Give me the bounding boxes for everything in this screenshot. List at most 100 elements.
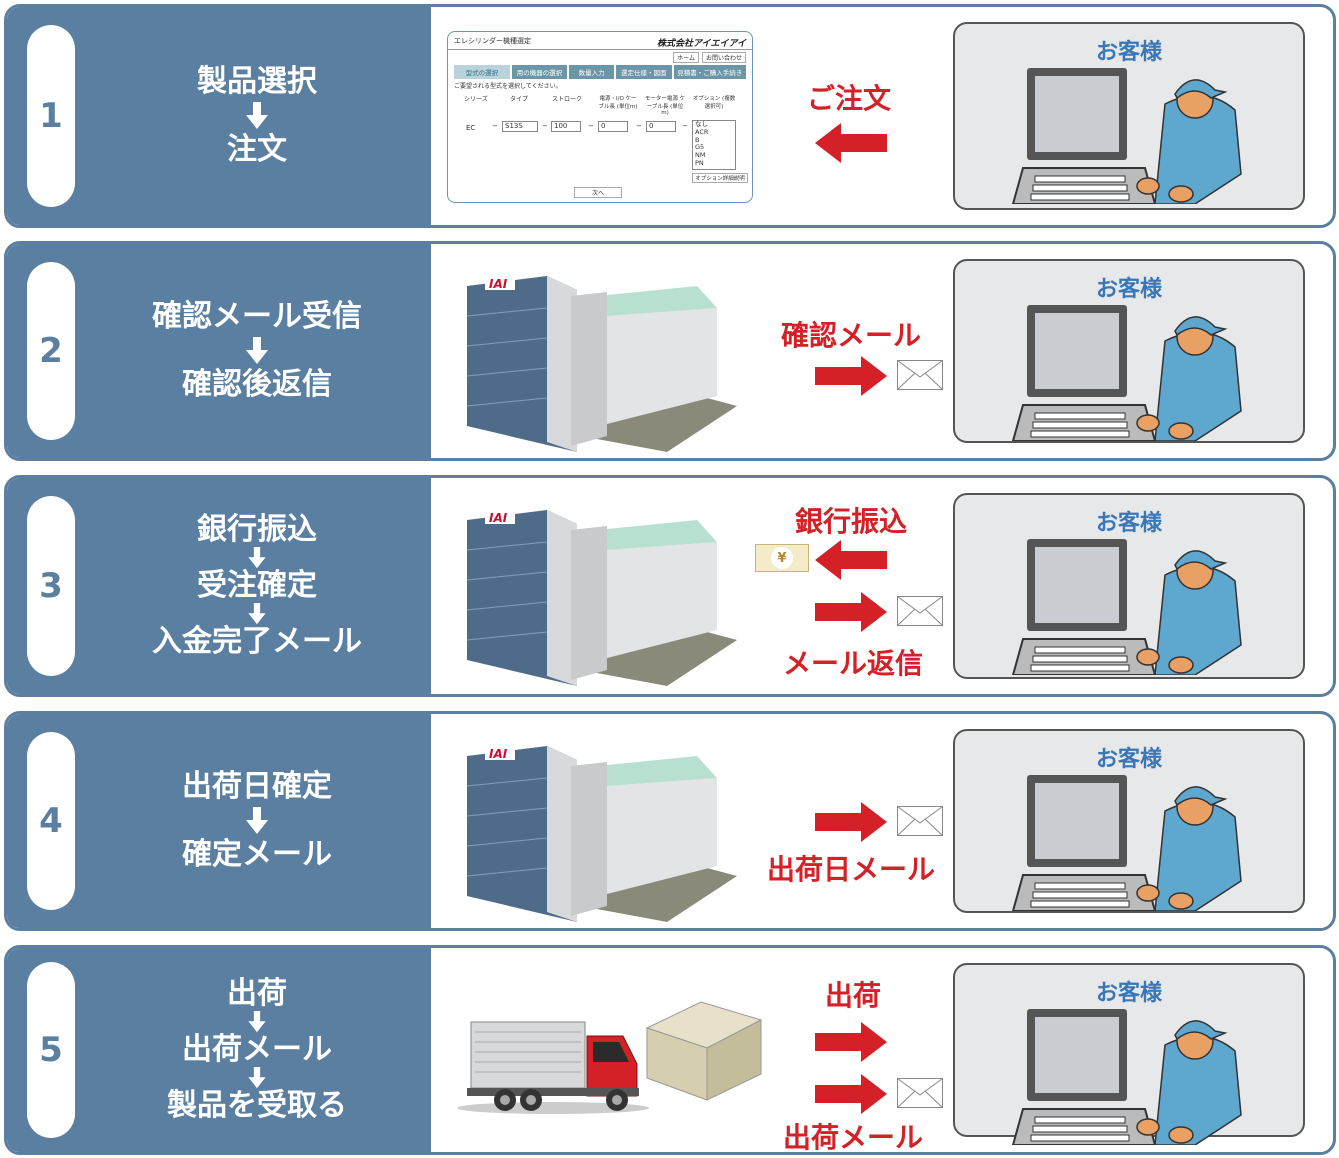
action-label: 銀行振込 (795, 505, 908, 538)
factory-building-icon: IAI (467, 746, 737, 922)
stroke-select[interactable]: 100 (551, 121, 581, 132)
action-label: ご注文 (807, 82, 892, 115)
tab-quantity[interactable]: 数量入力 (569, 65, 614, 79)
customer-box: お客様 (953, 493, 1305, 679)
right-arrow-icon (815, 356, 887, 396)
action-label: 出荷 (825, 979, 882, 1012)
col-power-cable: 電源・I/O ケーブル長 (単位m) (598, 96, 638, 110)
step-number: 2 (27, 262, 75, 440)
step-label: 入金完了メール (152, 624, 362, 659)
right-arrow-icon (815, 802, 887, 842)
order-form-screenshot: エレシリンダー機種選定 株式会社アイエイアイ ホーム お問い合わせ 型式の選択 … (447, 31, 753, 203)
step-label-panel: 4 出荷日確定 確定メール (7, 714, 431, 928)
tab-quote[interactable]: 見積書・ご購入手続き (673, 65, 746, 79)
step-label: 確認後返信 (182, 367, 332, 402)
option-detail-button[interactable]: オプション詳細説明 (692, 173, 748, 183)
envelope-icon (897, 596, 943, 626)
building-logo: IAI (489, 277, 508, 291)
action-label: 確認メール (781, 319, 922, 352)
customer-at-laptop-icon (1011, 68, 1242, 204)
step-label-panel: 5 出荷 出荷メール 製品を受取る (7, 948, 431, 1152)
down-arrow-icon (246, 337, 268, 364)
step-3: 3 銀行振込 受注確定 入金完了メール IAI 銀行振込 ¥ メール返信 お客様 (4, 475, 1336, 697)
building-logo: IAI (489, 747, 508, 761)
step-2: 2 確認メール受信 確認後返信 IAI 確認メール お客様 (4, 241, 1336, 461)
option-item[interactable]: なし (695, 120, 708, 128)
customer-title: お客様 (1095, 981, 1162, 1006)
envelope-icon (897, 1078, 943, 1108)
step-label: 注文 (227, 132, 287, 167)
option-item[interactable]: ACR (695, 127, 709, 136)
option-item[interactable]: PN (695, 158, 704, 167)
right-arrow-icon (815, 1074, 887, 1114)
customer-title: お客様 (1095, 747, 1162, 772)
step-label: 出荷メール (182, 1032, 332, 1067)
right-arrow-icon (815, 1022, 887, 1062)
customer-box: お客様 (953, 22, 1305, 210)
step-1: 1 製品選択 注文 エレシリンダー機種選定 株式会社アイエイアイ ホーム お問い… (4, 4, 1336, 228)
step-label: 確認メール受信 (152, 299, 362, 334)
step-label: 確定メール (182, 837, 332, 872)
customer-at-laptop-icon (1011, 305, 1242, 441)
customer-at-laptop-icon (1011, 539, 1242, 675)
contact-link[interactable]: お問い合わせ (701, 52, 746, 63)
power-cable-select[interactable]: 0 (598, 121, 628, 132)
step-label: 製品選択 (197, 64, 317, 99)
home-link[interactable]: ホーム (673, 52, 699, 63)
factory-building-icon: IAI (467, 510, 737, 686)
options-listbox[interactable]: なし ACR B G5 NM PN (692, 120, 736, 170)
action-label: メール返信 (783, 647, 924, 680)
col-type: タイプ (510, 96, 529, 103)
down-arrow-icon (248, 1011, 266, 1033)
tab-model[interactable]: 型式の選択 (454, 65, 510, 79)
down-arrow-icon (246, 102, 268, 129)
action-label: 出荷日メール (767, 853, 936, 886)
tab-spec[interactable]: 選定仕様・図面 (615, 65, 672, 79)
col-motor-cable: モーター電源 ケーブル長 (単位m) (644, 96, 686, 116)
down-arrow-icon (248, 547, 266, 569)
option-item[interactable]: NM (695, 151, 706, 160)
col-series: シリーズ (464, 96, 488, 103)
option-item[interactable]: G5 (695, 143, 705, 152)
customer-at-laptop-icon (1011, 775, 1242, 911)
step-label: 出荷日確定 (182, 769, 332, 804)
step-label: 受注確定 (197, 568, 317, 603)
step-label-panel: 3 銀行振込 受注確定 入金完了メール (7, 478, 431, 694)
option-item[interactable]: B (695, 135, 700, 144)
customer-title: お客様 (1095, 511, 1162, 536)
series-value: EC (466, 124, 476, 132)
envelope-icon (897, 360, 943, 390)
step-4: 4 出荷日確定 確定メール IAI 出荷日メール お客様 (4, 711, 1336, 931)
action-label: 出荷メール (783, 1121, 924, 1154)
type-select[interactable]: S13S (502, 121, 538, 132)
customer-box: お客様 (953, 259, 1305, 443)
customer-at-laptop-icon (1011, 1009, 1242, 1145)
cardboard-box-icon (645, 1001, 763, 1101)
step-number: 1 (27, 25, 75, 207)
step-label: 出荷 (227, 976, 287, 1011)
down-arrow-icon (248, 603, 266, 625)
factory-building-icon: IAI (467, 276, 737, 452)
step-number: 4 (27, 732, 75, 910)
down-arrow-icon (248, 1067, 266, 1089)
instruction-text: ご要望される型式を選択してください。 (454, 83, 562, 90)
customer-box: お客様 (953, 729, 1305, 913)
step-number: 3 (27, 496, 75, 676)
right-arrow-icon (815, 592, 887, 632)
envelope-icon (897, 806, 943, 836)
col-options: オプション (複数選択可) (692, 96, 736, 110)
motor-cable-select[interactable]: 0 (646, 121, 676, 132)
step-label: 製品を受取る (167, 1088, 347, 1123)
col-stroke: ストローク (552, 96, 583, 103)
next-button[interactable]: 次へ (574, 187, 622, 198)
form-title: エレシリンダー機種選定 (454, 37, 531, 45)
company-logo: 株式会社アイエイアイ (656, 39, 746, 49)
step-number: 5 (27, 962, 75, 1138)
tab-equipment[interactable]: 用の機器の選択 (511, 65, 568, 79)
left-arrow-icon (815, 540, 887, 580)
building-logo: IAI (489, 511, 508, 525)
customer-box: お客様 (953, 963, 1305, 1145)
yen-symbol: ¥ (771, 547, 793, 569)
customer-title: お客様 (1095, 277, 1162, 302)
step-5: 5 出荷 出荷メール 製品を受取る 出荷 出荷メール お客様 (4, 945, 1336, 1155)
